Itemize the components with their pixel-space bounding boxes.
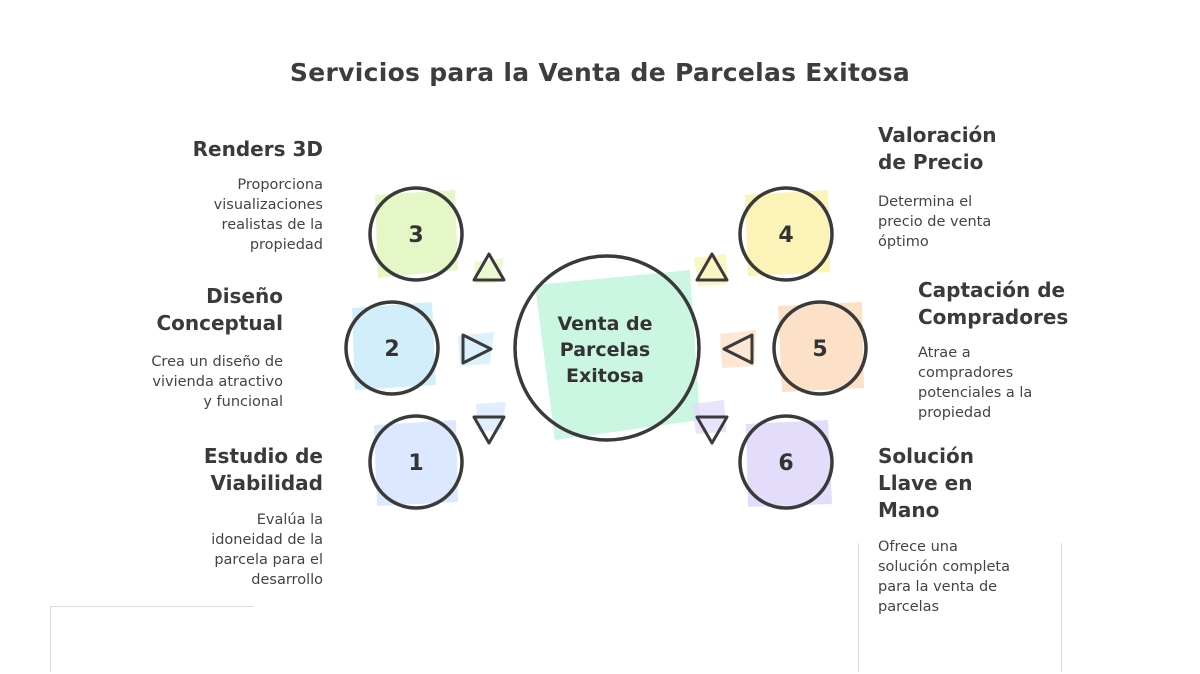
step-2-fill xyxy=(352,302,436,390)
step-2-heading: Diseño Conceptual xyxy=(156,284,283,335)
frame-line-left-side xyxy=(50,606,51,672)
arrow-6 xyxy=(692,400,729,445)
diagram-title: Servicios para la Venta de Parcelas Exit… xyxy=(289,58,911,87)
center-node: Venta de Parcelas Exitosa xyxy=(513,254,701,442)
step-1-heading: Estudio de Viabilidad xyxy=(203,444,323,495)
step-6-heading: Solución Llave en Mano xyxy=(878,444,974,522)
step-3-fill xyxy=(375,190,458,278)
step-node-5: 5 xyxy=(772,300,868,396)
step-3-number: 3 xyxy=(408,223,423,248)
arrow-3 xyxy=(472,252,506,284)
step-3-heading: Renders 3D xyxy=(192,137,323,161)
frame-line-left-top xyxy=(50,606,254,607)
step-5-description: Atrae a compradores potenciales a la pro… xyxy=(918,345,1033,421)
center-line-1: Venta de xyxy=(557,313,652,335)
step-6-description: Ofrece una solución completa para la ven… xyxy=(878,539,1011,615)
step-node-6: 6 xyxy=(738,414,834,510)
frame-line-right-edge xyxy=(1061,543,1062,672)
step-2-description: Crea un diseño de vivienda atractivo y f… xyxy=(151,354,283,410)
center-line-3: Exitosa xyxy=(566,365,644,387)
step-4-fill xyxy=(745,190,830,276)
step-3-description: Proporciona visualizaciones realistas de… xyxy=(213,177,323,253)
arrow-1 xyxy=(472,402,506,445)
step-4-heading: Valoración de Precio xyxy=(878,123,997,174)
step-6-fill xyxy=(746,420,832,507)
center-fill xyxy=(535,270,700,440)
step-node-1: 1 xyxy=(368,414,464,510)
arrow-4 xyxy=(694,252,729,286)
step-node-2: 2 xyxy=(344,300,440,396)
arrow-2 xyxy=(458,332,494,366)
center-line-2: Parcelas xyxy=(560,339,650,361)
step-node-4: 4 xyxy=(738,186,834,282)
step-node-3: 3 xyxy=(368,186,464,282)
step-1-fill xyxy=(374,420,458,506)
step-1-number: 1 xyxy=(408,451,423,476)
step-5-heading: Captación de Compradores xyxy=(918,278,1069,329)
step-6-number: 6 xyxy=(778,451,793,476)
step-1-description: Evalúa la idoneidad de la parcela para e… xyxy=(211,512,323,588)
step-2-number: 2 xyxy=(384,337,399,362)
step-5-fill xyxy=(778,302,864,392)
arrow-5 xyxy=(720,330,756,368)
step-5-number: 5 xyxy=(812,337,827,362)
step-4-number: 4 xyxy=(778,223,793,248)
step-4-description: Determina el precio de venta óptimo xyxy=(878,194,992,250)
frame-line-right-side xyxy=(858,543,859,672)
